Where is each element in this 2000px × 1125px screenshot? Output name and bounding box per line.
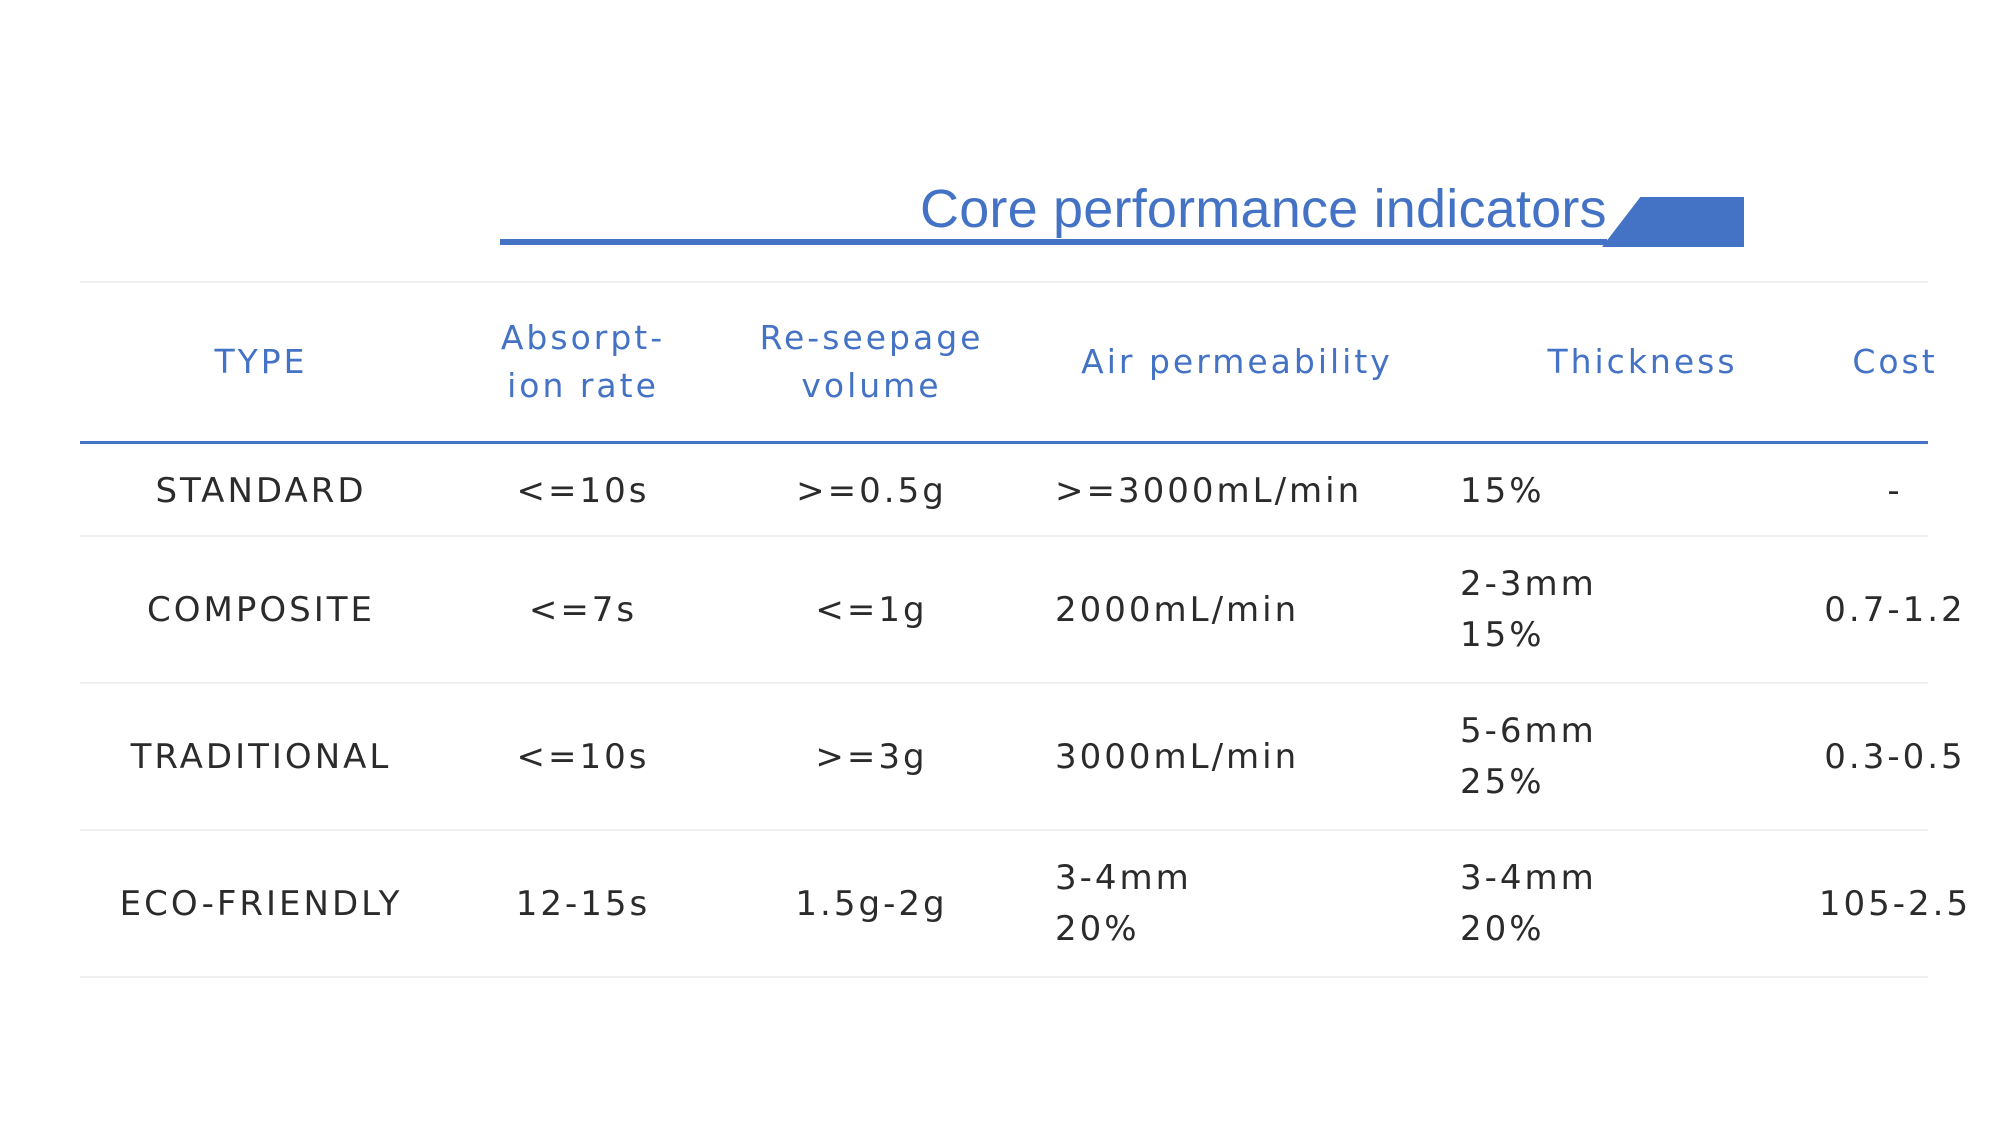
cell-reseepage-volume: >=3g xyxy=(815,736,928,777)
cell-type: TRADITIONAL xyxy=(130,736,392,777)
cell-absorption-rate: <=10s xyxy=(516,736,650,777)
cell-air-line-1: 3-4mm xyxy=(1055,858,1192,898)
cell-thickness-line-2: 20% xyxy=(1460,909,1545,949)
cell-reseepage-volume: <=1g xyxy=(815,589,928,630)
cell-cost: 0.7-1.2 xyxy=(1824,589,1966,630)
cell-reseepage-volume: >=0.5g xyxy=(796,470,947,511)
cell-thickness: 2-3mm 15% xyxy=(1460,537,1830,683)
header-divider xyxy=(80,441,1928,444)
table-top-divider xyxy=(80,281,1928,283)
table-row: STANDARD <=10s >=0.5g >=3000mL/min 15% - xyxy=(80,444,1928,538)
cell-thickness: 3-4mm 20% xyxy=(1460,831,1830,977)
row-divider xyxy=(80,829,1928,831)
cell-thickness-line-2: 25% xyxy=(1460,762,1545,802)
table-row: ECO-FRIENDLY 12-15s 1.5g-2g 3-4mm 20% 3-… xyxy=(80,831,1968,977)
header-absorption-line-1: Absorpt- xyxy=(500,318,666,357)
cell-cost: 105-2.5 xyxy=(1818,883,1972,924)
cell-thickness-line-1: 2-3mm xyxy=(1460,564,1597,604)
header-air-permeability: Air permeability xyxy=(1081,342,1393,381)
cell-air-permeability: >=3000mL/min xyxy=(1055,470,1363,511)
cell-type: STANDARD xyxy=(155,470,367,511)
cell-thickness: 15% xyxy=(1460,444,1830,538)
header-thickness: Thickness xyxy=(1547,342,1738,381)
cell-thickness-line-1: 3-4mm xyxy=(1460,858,1597,898)
header-cost: Cost xyxy=(1852,342,1938,381)
cell-type: COMPOSITE xyxy=(147,589,375,630)
cell-thickness-line-2: 15% xyxy=(1460,615,1545,655)
cell-air-permeability: 3-4mm 20% xyxy=(1055,831,1455,977)
cell-cost: 0.3-0.5 xyxy=(1824,736,1966,777)
cell-absorption-rate: <=7s xyxy=(528,589,638,630)
cell-type: ECO-FRIENDLY xyxy=(119,883,403,924)
header-reseepage-line-2: volume xyxy=(801,366,942,405)
title-block: Core performance indicators xyxy=(0,0,2000,260)
row-divider xyxy=(80,535,1928,537)
cell-thickness-line-1: 5-6mm xyxy=(1460,711,1597,751)
cell-air-permeability: 2000mL/min xyxy=(1055,589,1300,630)
table-bottom-divider xyxy=(80,976,1928,978)
page-title: Core performance indicators xyxy=(920,179,1607,239)
cell-absorption-rate: 12-15s xyxy=(515,883,651,924)
title-underline xyxy=(500,239,1607,245)
cell-thickness-line-1: 15% xyxy=(1460,470,1545,511)
cell-absorption-rate: <=10s xyxy=(516,470,650,511)
title-tab-decoration xyxy=(1602,197,1744,247)
table-row: COMPOSITE <=7s <=1g 2000mL/min 2-3mm 15%… xyxy=(80,537,1963,683)
header-reseepage-volume: Re-seepage volume xyxy=(724,283,1019,441)
header-type: TYPE xyxy=(214,342,308,381)
cell-cost: - xyxy=(1887,470,1903,511)
cell-thickness: 5-6mm 25% xyxy=(1460,684,1830,830)
cell-air-line-2: 20% xyxy=(1055,909,1140,949)
header-absorption-line-2: ion rate xyxy=(507,366,659,405)
table-row: TRADITIONAL <=10s >=3g 3000mL/min 5-6mm … xyxy=(80,684,1963,830)
header-reseepage-line-1: Re-seepage xyxy=(759,318,984,357)
header-absorption-rate: Absorpt- ion rate xyxy=(442,283,724,441)
cell-air-permeability: 3000mL/min xyxy=(1055,736,1300,777)
cell-reseepage-volume: 1.5g-2g xyxy=(795,883,948,924)
row-divider xyxy=(80,682,1928,684)
table-header-row: TYPE Absorpt- ion rate Re-seepage volume… xyxy=(80,283,1934,441)
